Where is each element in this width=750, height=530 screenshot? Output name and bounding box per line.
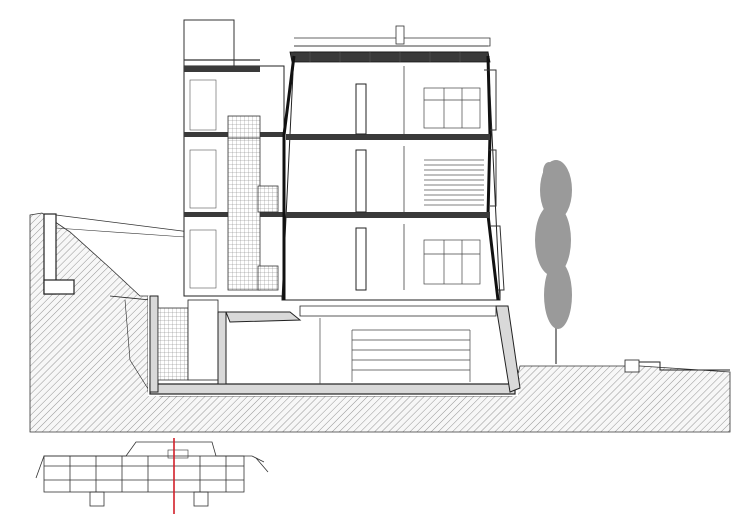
terrain (29, 212, 731, 433)
basement (148, 295, 521, 396)
boundary-fence (625, 361, 730, 371)
main-staircase (227, 137, 261, 291)
key-plan (35, 438, 269, 514)
main-building (281, 25, 505, 301)
garage-door (351, 329, 471, 382)
basement-staircase (157, 307, 189, 381)
poplar-tree (535, 160, 572, 364)
stair-tower (183, 19, 285, 297)
